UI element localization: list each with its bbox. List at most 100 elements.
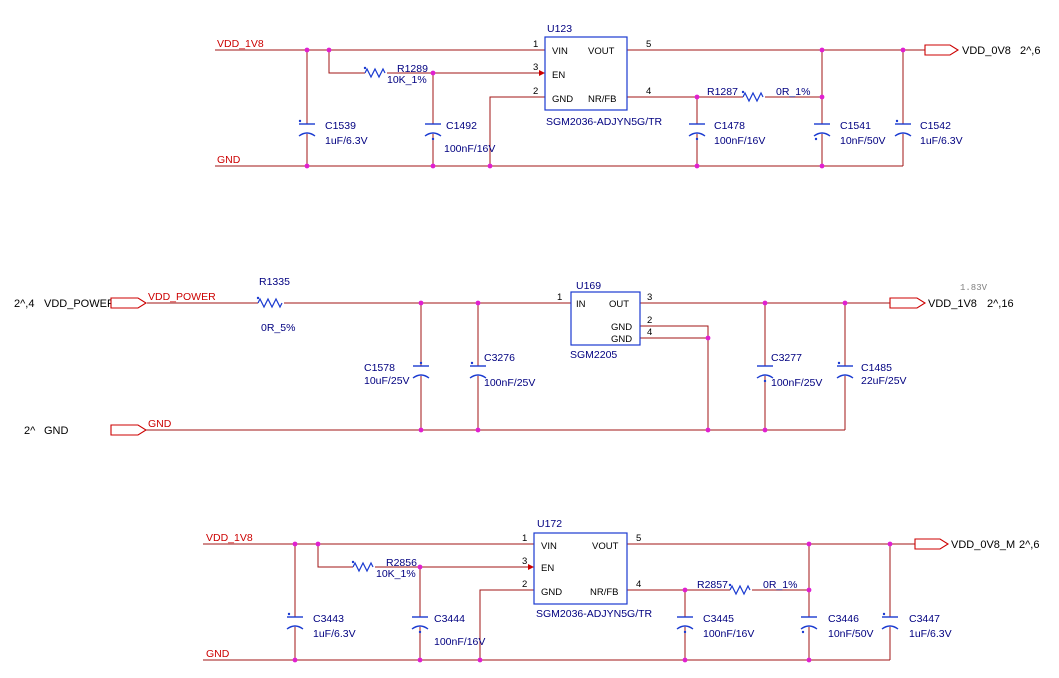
pin-nrfb-label: NR/FB [590, 587, 619, 598]
resistor-ref: R2856 [386, 557, 417, 569]
pin-number: 2 [522, 579, 527, 590]
capacitor-c1492: C1492 100nF/16V [424, 120, 495, 155]
pin-number: 1 [557, 292, 562, 303]
capacitor-value: 1uF/6.3V [325, 135, 368, 147]
capacitor-ref: C1541 [840, 120, 871, 132]
input-port-page-ref: 2^,4 [14, 298, 34, 310]
output-voltage-note: 1.83V [960, 283, 988, 293]
pin-out-label: OUT [609, 299, 629, 310]
output-port-symbol [889, 297, 927, 309]
net-label-input: VDD_1V8 [217, 38, 264, 50]
resistor-r1287 [742, 91, 764, 103]
resistor-ref: R1289 [397, 63, 428, 75]
capacitor-ref: C3277 [771, 352, 802, 364]
capacitor-c1541: C1541 10nF/50V [813, 120, 886, 147]
resistor-r2856 [352, 561, 374, 573]
capacitor-c1578: C1578 10uF/25V [364, 361, 430, 387]
pin-vout-label: VOUT [592, 541, 619, 552]
capacitor-c3446: C3446 10nF/50V [800, 613, 874, 640]
pin-number: 2 [533, 86, 538, 97]
gnd-port-symbol [110, 424, 148, 436]
pin-gnd1-label: GND [611, 322, 632, 333]
regulator-block-u172: U172 SGM2036-ADJYN5G/TR VIN EN GND VOUT … [203, 518, 1039, 663]
capacitor-ref: C3447 [909, 613, 940, 625]
capacitor-ref: C3446 [828, 613, 859, 625]
capacitor-ref: C3443 [313, 613, 344, 625]
capacitor-value: 1uF/6.3V [920, 135, 963, 147]
output-port-net: VDD_1V8 [928, 298, 977, 310]
gnd-port-page-ref: 2^ [24, 425, 36, 437]
capacitor-c1542: C1542 1uF/6.3V [894, 119, 963, 147]
capacitor-ref: C1492 [446, 120, 477, 132]
capacitor-c1485: C1485 22uF/25V [836, 361, 907, 387]
capacitor-value: 10uF/25V [364, 375, 410, 387]
regulator-block-u169: U169 SGM2205 IN OUT GND GND 1 3 2 4 2^,4… [14, 276, 1014, 437]
capacitor-c3445: C3445 100nF/16V [676, 613, 754, 640]
capacitor-c1539: C1539 1uF/6.3V [298, 119, 368, 147]
regulator-block-u123: U123 SGM2036-ADJYN5G/TR VIN EN GND VOUT … [215, 23, 1040, 169]
capacitor-c3444: C3444 100nF/16V [411, 613, 485, 648]
pin-number: 1 [533, 39, 538, 50]
output-port-page-ref: 2^,6 [1019, 539, 1039, 551]
output-port-page-ref: 2^,6 [1020, 45, 1040, 57]
capacitor-value: 100nF/25V [771, 377, 822, 389]
pin-vin-label: VIN [552, 46, 568, 57]
capacitor-ref: C1478 [714, 120, 745, 132]
output-port-net: VDD_0V8_M [951, 539, 1015, 551]
capacitor-ref: C3444 [434, 613, 465, 625]
input-port-net: VDD_POWER [44, 298, 115, 310]
pin-number: 5 [646, 39, 651, 50]
resistor-r1335 [257, 297, 283, 309]
pin-en-label: EN [552, 70, 565, 81]
pin-number: 2 [647, 315, 652, 326]
ic-u172 [533, 532, 628, 605]
capacitor-value: 1uF/6.3V [313, 628, 356, 640]
capacitor-ref: C1542 [920, 120, 951, 132]
net-label-input: VDD_POWER [148, 291, 216, 303]
pin-number: 1 [522, 533, 527, 544]
output-port-symbol [924, 44, 960, 56]
pin-number: 5 [636, 533, 641, 544]
capacitor-c3276: C3276 100nF/25V [469, 352, 535, 389]
net-label-input: VDD_1V8 [206, 532, 253, 544]
net-label-gnd: GND [206, 648, 230, 660]
resistor-value: 0R_1% [763, 579, 797, 591]
ic-part-number: SGM2036-ADJYN5G/TR [546, 116, 663, 128]
capacitor-ref: C3276 [484, 352, 515, 364]
ic-u169 [570, 291, 641, 346]
pin-in-label: IN [576, 299, 586, 310]
resistor-ref: R1335 [259, 276, 290, 288]
ic-part-number: SGM2205 [570, 349, 617, 361]
capacitor-value: 10nF/50V [840, 135, 886, 147]
ic-ref: U172 [537, 518, 562, 530]
resistor-ref: R1287 [707, 86, 738, 98]
resistor-value: 10K_1% [376, 568, 416, 580]
ic-ref: U123 [547, 23, 572, 35]
resistor-value: 0R_5% [261, 322, 295, 334]
output-port-page-ref: 2^,16 [987, 298, 1014, 310]
pin-number: 4 [636, 579, 641, 590]
capacitor-value: 10nF/50V [828, 628, 874, 640]
pin-number: 3 [522, 556, 527, 567]
pin-gnd-label: GND [541, 587, 562, 598]
resistor-value: 0R_1% [776, 86, 810, 98]
ic-ref: U169 [576, 280, 601, 292]
capacitor-value: 100nF/16V [434, 636, 485, 648]
pin-vout-label: VOUT [588, 46, 615, 57]
capacitor-value: 100nF/16V [444, 143, 495, 155]
pin-number: 4 [646, 86, 651, 97]
resistor-r1289 [364, 67, 386, 79]
capacitor-value: 22uF/25V [861, 375, 907, 387]
capacitor-value: 100nF/16V [714, 135, 765, 147]
input-port-symbol [110, 297, 148, 309]
gnd-port-net: GND [44, 425, 69, 437]
capacitor-value: 1uF/6.3V [909, 628, 952, 640]
ic-u123 [544, 36, 628, 111]
pin-vin-label: VIN [541, 541, 557, 552]
capacitor-c3443: C3443 1uF/6.3V [286, 612, 356, 640]
pin-nrfb-label: NR/FB [588, 94, 617, 105]
output-port-net: VDD_0V8 [962, 45, 1011, 57]
net-label-gnd: GND [148, 418, 172, 430]
capacitor-ref: C3445 [703, 613, 734, 625]
